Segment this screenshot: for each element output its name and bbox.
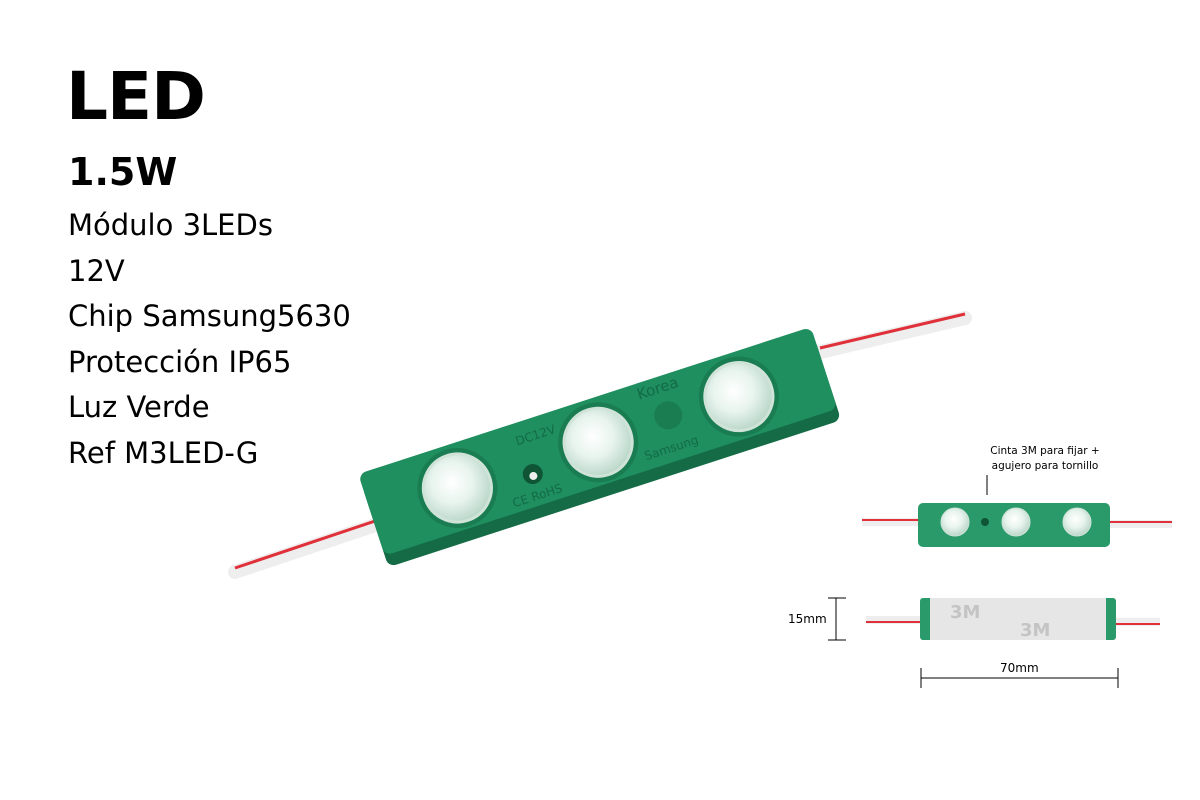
spec-item: Luz Verde xyxy=(68,390,210,424)
product-title: LED xyxy=(66,58,206,135)
product-power: 1.5W xyxy=(68,150,178,194)
spec-item: Chip Samsung5630 xyxy=(68,299,351,333)
spec-item: 12V xyxy=(68,253,125,288)
length-label: 70mm xyxy=(1000,661,1039,675)
main-led-module-image: DC12V Korea Samsung CE RoHS xyxy=(228,311,972,579)
spec-list: Módulo 3LEDs 12V Chip Samsung5630 Protec… xyxy=(68,203,351,476)
height-dimension xyxy=(828,597,846,641)
mounting-note: Cinta 3M para fijar + agujero para torni… xyxy=(960,444,1130,474)
spec-item: Módulo 3LEDs xyxy=(68,208,273,242)
tape-marking: 3M xyxy=(1020,620,1050,641)
spec-item: Ref M3LED-G xyxy=(68,435,259,470)
top-view-module-image xyxy=(862,503,1172,547)
mounting-note-line: Cinta 3M para fijar + xyxy=(990,445,1100,457)
spec-item: Protección IP65 xyxy=(68,344,292,379)
mounting-note-line: agujero para tornillo xyxy=(991,460,1099,472)
bottom-view-module-image: 3M 3M xyxy=(866,598,1160,641)
tape-marking: 3M xyxy=(950,602,980,623)
height-label: 15mm xyxy=(788,612,827,626)
length-dimension xyxy=(920,668,1119,688)
